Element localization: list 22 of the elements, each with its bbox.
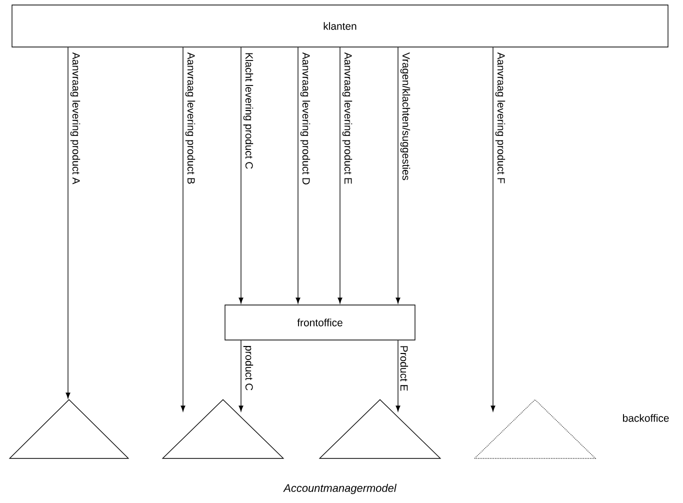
edge-label: Klacht levering product C — [243, 53, 254, 169]
arrow — [296, 47, 300, 304]
arrow — [338, 47, 342, 304]
caption: Accountmanagermodel — [283, 484, 397, 494]
arrow — [180, 47, 186, 412]
edge-label: Aanvraag levering product F — [495, 52, 506, 184]
arrow — [238, 47, 244, 304]
arrow — [490, 47, 496, 412]
process-box: frontoffice — [224, 304, 416, 340]
arrow — [396, 47, 400, 304]
arrow — [66, 47, 70, 398]
edge-label: Vragen/klachten/suggesties — [400, 52, 410, 180]
group-label: backoffice — [623, 414, 669, 422]
edge-label: Aanvraag levering product B — [185, 52, 196, 184]
arrow — [396, 340, 400, 412]
edge-label: Aanvraag levering product D — [300, 52, 310, 184]
edge-label: Aanvraag levering product A — [70, 52, 80, 184]
process-box: klanten — [12, 4, 668, 48]
edge-label: product C — [243, 346, 254, 390]
edge-label: Aanvraag levering product E — [342, 52, 352, 184]
edge-label: Product E — [400, 346, 408, 391]
arrow — [238, 340, 244, 412]
